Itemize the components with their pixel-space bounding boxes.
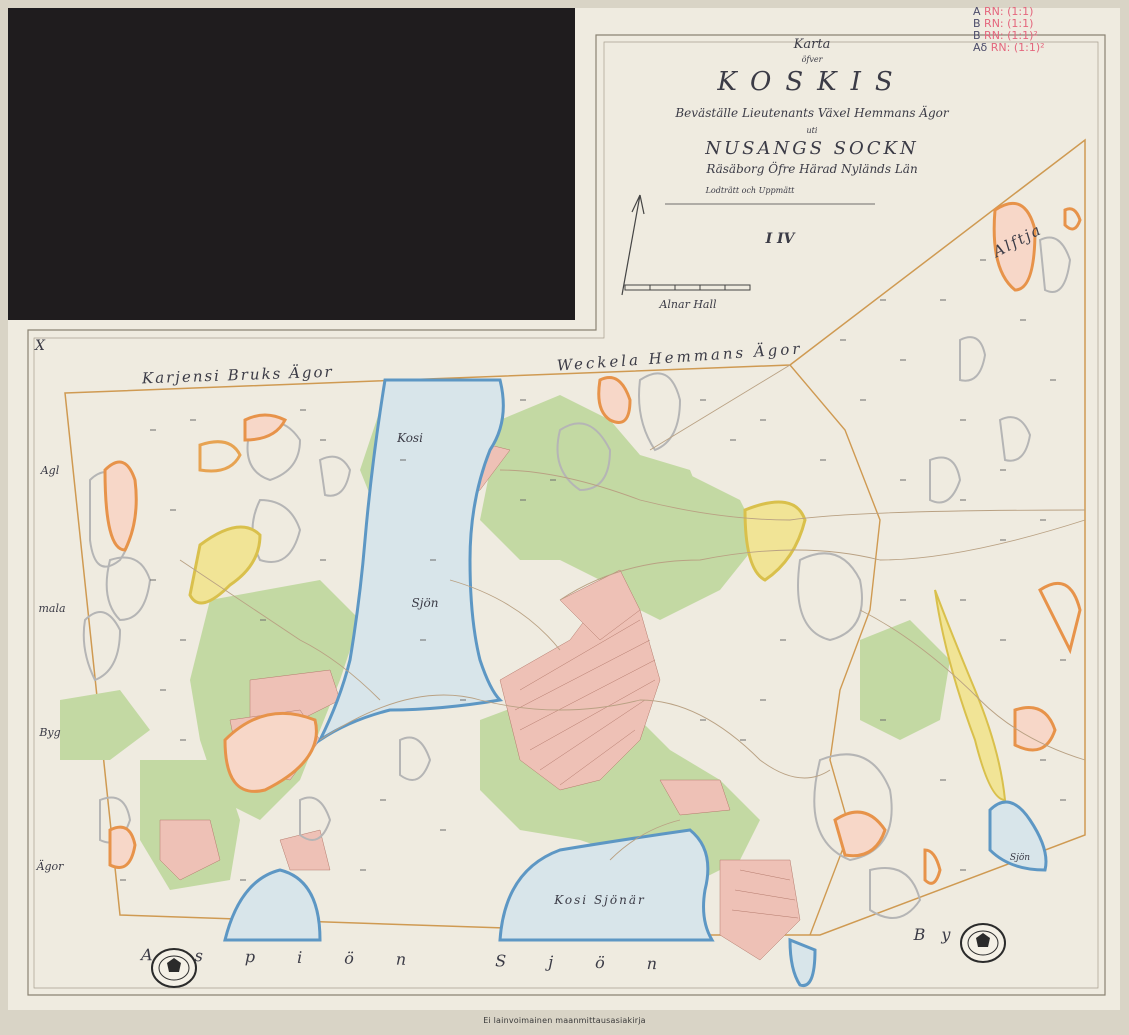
footer-caption: Ei lainvoimainen maanmittausasiakirja xyxy=(483,1016,646,1025)
marked-clearings xyxy=(103,201,1082,885)
title-line-4: Beväställe Lieutenants Växel Hemmans Ägo… xyxy=(674,104,950,120)
title-line-1: Karta xyxy=(793,37,831,52)
label-eastern-pond: Sjön xyxy=(1010,853,1030,863)
title-cartouche: Karta öfver KOSKIS Beväställe Lieutenant… xyxy=(658,37,949,311)
water-bodies xyxy=(223,378,1048,988)
label-lake-north-2: Sjön xyxy=(412,596,439,610)
inventory-notes: A RN: (1:1) B RN: (1:1) B RN: (1:1)² Aδ … xyxy=(973,6,1093,54)
title-line-6: NUSANGS SOCKN xyxy=(704,138,919,159)
label-left-3: Byg xyxy=(38,726,60,739)
archive-stamp-left xyxy=(151,948,197,988)
label-left-1: Agl xyxy=(40,464,60,477)
small-bay xyxy=(223,868,322,942)
field-strip-lines xyxy=(514,619,799,919)
label-left-2: mala xyxy=(38,602,65,615)
frame-line-inner xyxy=(33,41,1099,989)
lake-kosi-south xyxy=(498,828,715,942)
label-lake-south: Kosi Sjönär xyxy=(553,893,645,907)
mount-board xyxy=(8,8,575,320)
inventory-note: A RN: (1:1) xyxy=(973,5,1034,18)
frame-line xyxy=(27,34,1106,996)
inventory-note: B RN: (1:1) xyxy=(973,17,1034,30)
archive-stamp-right xyxy=(960,923,1006,963)
inventory-note: Aδ RN: (1:1)² xyxy=(973,41,1045,54)
roads xyxy=(179,364,1086,861)
title-line-7: Räsäborg Öfre Härad Nyländs Län xyxy=(705,160,917,176)
south-inlet xyxy=(788,937,817,988)
scale-label: Alnar Hall xyxy=(658,298,717,311)
title-line-5: uti xyxy=(807,126,818,135)
vegetation-marks xyxy=(120,259,1066,881)
eastern-pond xyxy=(988,800,1048,872)
label-mark-x: X xyxy=(34,338,46,354)
lake-kosi xyxy=(316,378,505,745)
scale-bar xyxy=(624,284,751,291)
title-line-2: öfver xyxy=(802,55,824,64)
title-line-8: Lodträtt och Uppmätt xyxy=(705,186,796,195)
inventory-note: B RN: (1:1)² xyxy=(973,29,1038,42)
label-left-4: Ägor xyxy=(36,859,65,873)
compass-arrow xyxy=(621,194,645,296)
title-line-3: KOSKIS xyxy=(716,67,906,97)
sheet-number: I IV xyxy=(765,231,797,247)
label-lake-north: Kosi xyxy=(396,431,423,445)
estate-boundary xyxy=(64,138,1086,936)
label-bottom-right: By xyxy=(913,925,967,944)
